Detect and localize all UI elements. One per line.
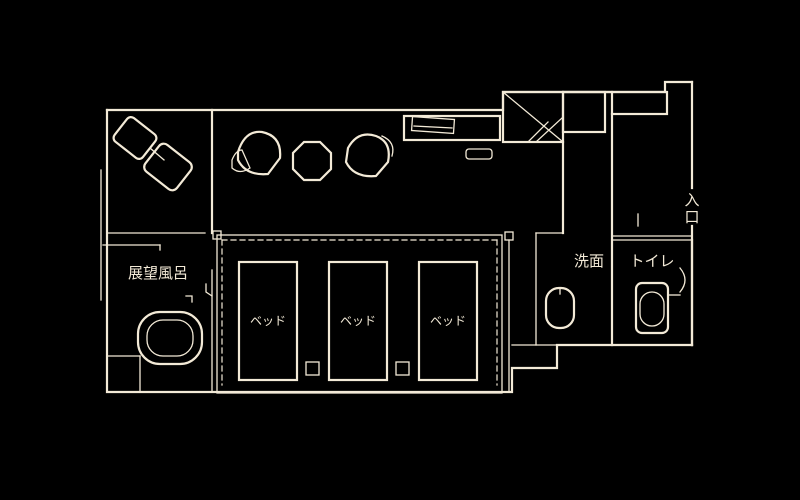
armchair-icon — [231, 130, 282, 176]
desk-icon — [402, 114, 502, 160]
bath-area — [106, 269, 213, 393]
label-bed-3: ベッド — [430, 314, 466, 328]
label-bath: 展望風呂 — [128, 264, 188, 282]
lounge-chair-icon — [112, 116, 193, 192]
armchair-icon — [344, 133, 394, 178]
shelf-icon — [561, 90, 669, 347]
label-entrance-2: 口 — [684, 208, 699, 226]
label-toilet: トイレ — [629, 252, 674, 270]
bedroom — [212, 230, 514, 394]
nightstand-icon — [305, 361, 410, 376]
outer-walls — [100, 80, 694, 394]
bed-icon — [237, 260, 479, 382]
partition-wall — [511, 140, 565, 369]
toilet-room — [611, 235, 694, 347]
label-bed-1: ベッド — [250, 314, 286, 328]
toilet-icon — [634, 281, 670, 335]
label-bed-2: ベッド — [340, 314, 376, 328]
bathtub-icon — [136, 310, 204, 366]
side-table-icon — [291, 140, 333, 182]
closet-icon — [501, 90, 565, 144]
washbasin-icon — [544, 286, 576, 330]
label-washroom: 洗面 — [574, 252, 604, 270]
label-entrance-1: 入 — [684, 191, 699, 209]
